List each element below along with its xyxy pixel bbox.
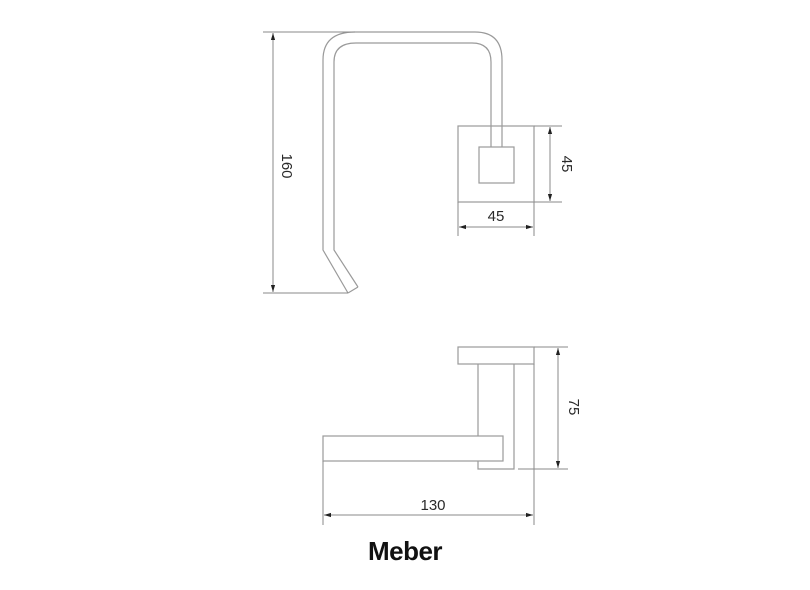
side-stem	[477, 364, 515, 470]
dim-label-plate-height-45: 45	[558, 156, 575, 173]
wall-plate-outer	[457, 125, 535, 203]
side-view	[322, 346, 535, 470]
dim-label-height-160: 160	[278, 153, 295, 178]
front-view	[322, 31, 535, 294]
front-dimensions	[263, 31, 562, 294]
dim-label-length-130: 130	[420, 497, 445, 514]
hook-inner-contour	[333, 42, 492, 288]
dim-label-plate-width-45: 45	[488, 208, 505, 225]
side-wall-plate	[457, 346, 535, 365]
hook-outer-contour	[322, 31, 503, 294]
wall-plate-inner	[478, 146, 515, 184]
side-dimensions	[322, 346, 568, 525]
dim-label-depth-75: 75	[565, 399, 582, 416]
brand-logo: Meber	[367, 536, 443, 566]
hook-tip	[347, 286, 359, 294]
side-bar	[322, 435, 504, 462]
